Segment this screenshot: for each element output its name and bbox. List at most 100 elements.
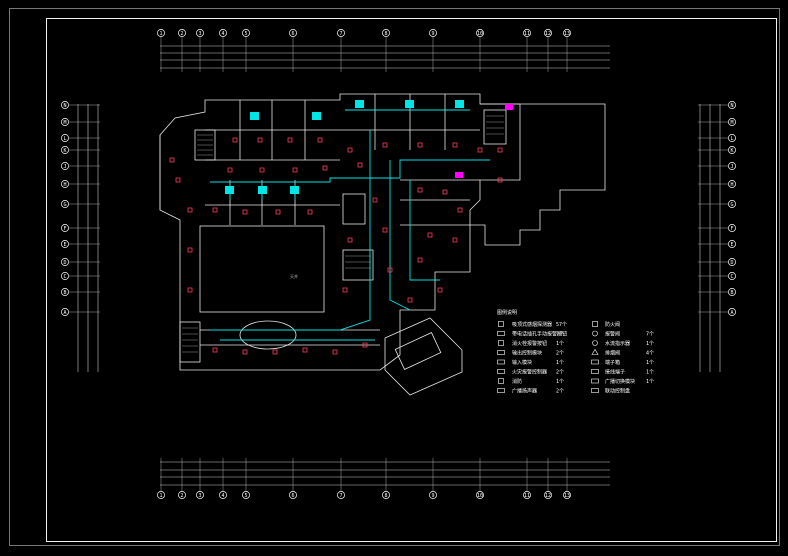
grid-bubble-top: 3 [196, 29, 204, 37]
smoke-detector-symbol [272, 349, 278, 355]
legend-item: 联动控制盘 [591, 387, 630, 394]
grid-bubble-top: 2 [178, 29, 186, 37]
smoke-detector-symbol [227, 167, 233, 173]
grid-bubble-left: L [61, 134, 69, 142]
smoke-detector-symbol [372, 197, 378, 203]
grid-bubble-left: N [61, 101, 69, 109]
svg-text:7: 7 [339, 31, 342, 37]
svg-text:3: 3 [198, 493, 201, 499]
grid-bubble-right: E [728, 240, 736, 248]
svg-text:F: F [730, 226, 733, 232]
smoke-detector-symbol [232, 137, 238, 143]
grid-bubble-left: K [61, 146, 69, 154]
svg-text:A: A [730, 310, 733, 316]
svg-text:L: L [730, 136, 733, 142]
svg-text:G: G [730, 202, 733, 208]
svg-text:B: B [63, 290, 66, 296]
legend-symbol [591, 359, 599, 365]
legend-label: 消火栓报警按钮 [512, 340, 547, 347]
legend-symbol [497, 388, 505, 393]
smoke-detector-symbol [292, 167, 298, 173]
cyan-fixtures [225, 100, 464, 194]
svg-text:M: M [730, 120, 733, 126]
svg-text:N: N [730, 103, 733, 109]
smoke-detector-symbol [497, 147, 503, 153]
grid-bubble-right: C [728, 272, 736, 280]
legend-label: 火灾报警控制器 [512, 368, 547, 375]
legend-symbol [498, 340, 504, 346]
grid-bubble-top: 10 [476, 29, 484, 37]
svg-text:H: H [730, 182, 733, 188]
smoke-detector-symbol [442, 189, 448, 195]
bottom-dimension-lines [160, 461, 610, 486]
outer-border [9, 8, 780, 546]
smoke-detector-symbol [212, 207, 218, 213]
legend-item: 防火阀 [592, 321, 620, 328]
legend-symbol [497, 369, 505, 374]
grid-bubble-bottom: 9 [429, 491, 437, 499]
magenta-devices [455, 104, 513, 178]
legend-symbol [497, 331, 505, 336]
legend-symbol [498, 321, 504, 327]
svg-text:E: E [730, 242, 733, 248]
smoke-detector-symbol [427, 232, 433, 238]
svg-text:10: 10 [477, 493, 483, 499]
svg-text:2: 2 [180, 493, 183, 499]
legend-item: 接线端子 1个 [591, 368, 654, 375]
legend-label: 端子箱 [605, 359, 620, 366]
grid-bubble-right: B [728, 288, 736, 296]
grid-bubble-top: 5 [242, 29, 250, 37]
svg-text:4: 4 [221, 493, 224, 499]
grid-bubble-top: 9 [429, 29, 437, 37]
legend-label: 联动控制盘 [605, 387, 630, 394]
smoke-detector-symbol [212, 347, 218, 353]
legend-symbol [591, 378, 599, 384]
grid-bubble-top: 13 [563, 29, 571, 37]
legend-count: 2个 [556, 369, 564, 375]
legend-count: 4个 [646, 350, 654, 356]
svg-text:1: 1 [159, 31, 162, 37]
legend-label: 广播切换模块 [605, 378, 635, 385]
legend-label: 接线端子 [605, 368, 625, 375]
svg-text:D: D [63, 260, 66, 266]
courtyard-label: 天井 [290, 273, 298, 279]
grid-bubble-right: D [728, 258, 736, 266]
grid-bubble-bottom: 13 [563, 491, 571, 499]
grid-bubble-bottom: 10 [476, 491, 484, 499]
legend-title: 图例说明 [497, 309, 517, 316]
svg-text:13: 13 [564, 31, 570, 37]
svg-text:K: K [730, 148, 733, 154]
smoke-detector-symbol [287, 137, 293, 143]
smoke-detector-symbol [187, 247, 193, 253]
grid-bubble-bottom: 11 [523, 491, 531, 499]
svg-text:5: 5 [244, 31, 247, 37]
legend-label: 输入模块 [512, 359, 532, 366]
svg-text:10: 10 [477, 31, 483, 37]
legend-count: 1个 [646, 369, 654, 375]
legend-count: 7个 [556, 331, 564, 337]
legend-label: 输出控制模块 [512, 349, 542, 356]
svg-text:F: F [63, 226, 66, 232]
legend-label: 报警阀 [605, 330, 620, 337]
grid-bubble-right: A [728, 308, 736, 316]
smoke-detector-symbol [322, 165, 328, 171]
smoke-detector-symbol [317, 137, 323, 143]
grid-bubble-bottom: 1 [157, 491, 165, 499]
svg-text:A: A [63, 310, 66, 316]
top-dimension-lines [160, 45, 610, 69]
legend-count: 1个 [556, 341, 564, 347]
grid-bubble-bottom: 3 [196, 491, 204, 499]
grid-bubble-right: H [728, 180, 736, 188]
svg-text:N: N [63, 103, 66, 109]
grid-bubble-right: K [728, 146, 736, 154]
